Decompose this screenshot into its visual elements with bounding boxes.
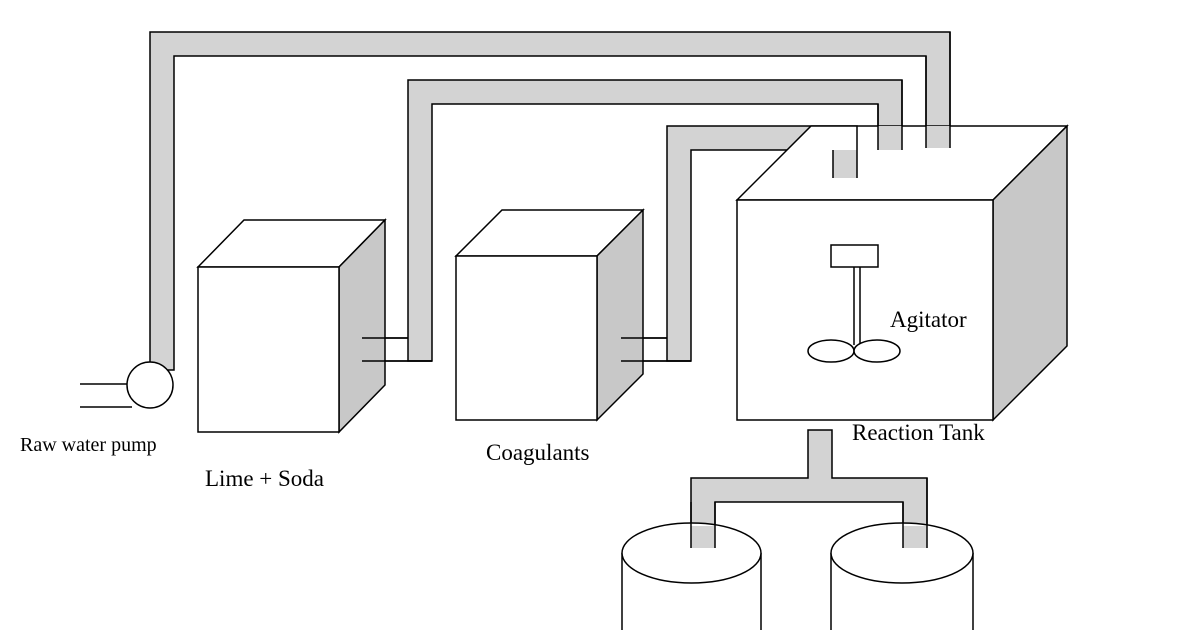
raw-water-pump [126, 361, 174, 409]
label-lime-soda: Lime + Soda [205, 466, 324, 491]
lime-soda-tank [196, 218, 387, 434]
raw-water-inlet [926, 126, 950, 148]
agitator [807, 244, 901, 363]
coagulant-inlet [833, 150, 857, 178]
filter-tank-right [830, 522, 974, 630]
coagulants-tank [454, 208, 645, 422]
label-raw-water-pump: Raw water pump [20, 434, 157, 456]
reaction-tank [735, 124, 1069, 422]
label-coagulants: Coagulants [486, 440, 590, 465]
label-agitator: Agitator [890, 307, 967, 332]
label-reaction-tank: Reaction Tank [852, 420, 985, 445]
lime-soda-inlet [878, 126, 902, 150]
